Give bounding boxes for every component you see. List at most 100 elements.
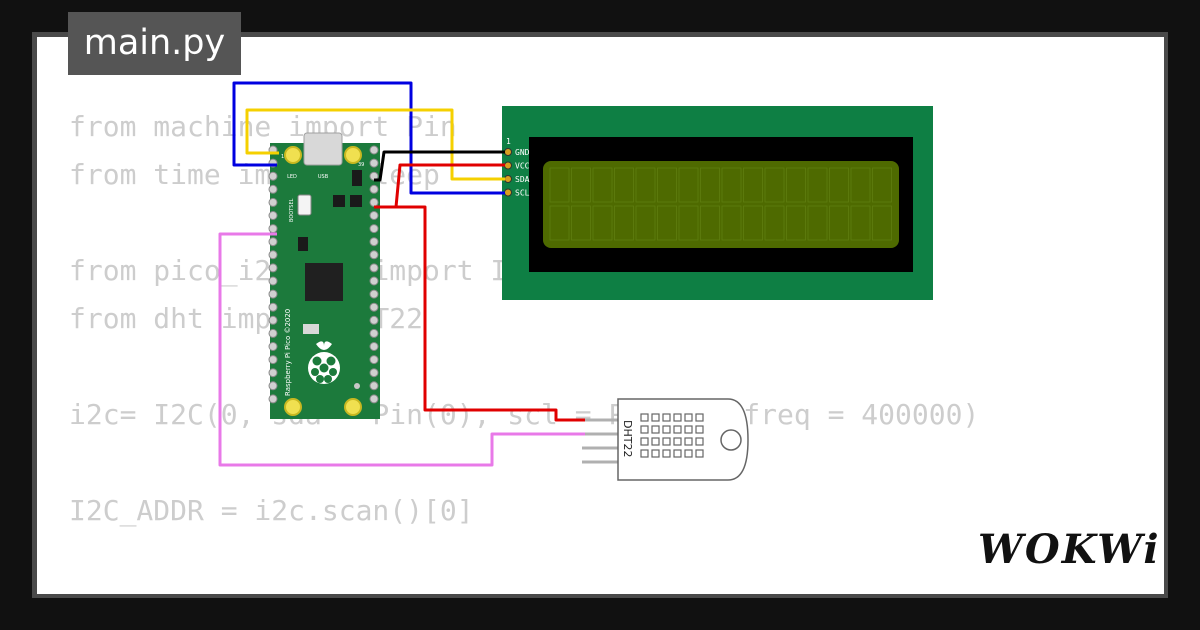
bootsel-button[interactable] xyxy=(297,194,312,216)
dht-vent xyxy=(640,437,649,446)
dht-vent xyxy=(640,413,649,422)
lcd-char-cell xyxy=(592,205,613,241)
lcd-char-cell xyxy=(764,167,785,203)
pico-component xyxy=(298,237,308,251)
lcd-pin-number: 1 xyxy=(506,137,511,146)
dht-vent xyxy=(662,449,671,458)
dht-vent xyxy=(695,425,704,434)
pico-pin xyxy=(369,224,379,234)
lcd-char-cell xyxy=(657,167,677,203)
pico-pin xyxy=(369,184,379,194)
pico-component xyxy=(350,195,362,207)
lcd-char-cell xyxy=(786,167,806,203)
dht-vent xyxy=(640,425,649,434)
pico-pin xyxy=(268,211,278,220)
dht-vent xyxy=(640,449,649,458)
bootsel-label: BOOTSEL xyxy=(289,198,295,222)
led-label: LED xyxy=(287,174,297,180)
pico-pin xyxy=(369,211,379,220)
dht-vent xyxy=(662,425,671,434)
mount-hole-tr xyxy=(344,146,362,164)
pico-pin xyxy=(268,263,278,273)
pico-pin xyxy=(268,328,278,338)
lcd-pin-sda xyxy=(504,175,512,183)
pico-component xyxy=(303,324,319,334)
pico-pin xyxy=(268,224,278,234)
dht-vent-grid xyxy=(640,413,704,458)
pico-pin xyxy=(268,315,278,325)
wire-sda[interactable] xyxy=(245,108,505,181)
raspberry-logo xyxy=(308,341,340,384)
pico-pin xyxy=(369,276,379,286)
pico-pin xyxy=(268,237,278,247)
file-tab-main-py[interactable]: main.py xyxy=(68,12,241,75)
pico-component xyxy=(352,170,362,186)
pico-pin xyxy=(268,184,278,194)
pico-pin xyxy=(369,315,379,325)
lcd-pin-label: GND xyxy=(515,148,530,157)
dht-vent xyxy=(695,413,704,422)
dht-vent xyxy=(673,449,682,458)
wokwi-logo: WOKWi xyxy=(978,526,1161,573)
lcd-char-cell xyxy=(678,167,699,203)
pico-pin xyxy=(369,237,379,247)
wire-dht-data[interactable] xyxy=(218,232,585,467)
pico-pin xyxy=(369,368,379,378)
wire-scl[interactable] xyxy=(232,81,505,195)
lcd-pin-label: SCL xyxy=(515,189,530,198)
pico-pin xyxy=(268,276,278,286)
lcd-char-cell xyxy=(571,167,591,203)
pico-pin xyxy=(369,342,379,351)
dht-vent xyxy=(684,413,693,422)
dht-vent xyxy=(684,437,693,446)
pico-pin xyxy=(369,355,379,365)
pico-pin xyxy=(369,381,379,391)
pico-pin xyxy=(268,368,278,378)
lcd-char-cell xyxy=(786,205,806,241)
wire-gnd[interactable] xyxy=(374,150,505,182)
dht-vent xyxy=(695,449,704,458)
dht-vent xyxy=(684,449,693,458)
dht22-sensor[interactable]: DHT22 xyxy=(582,398,749,481)
rp2040-chip xyxy=(305,263,343,301)
lcd-char-cell xyxy=(549,167,570,203)
pico-pin xyxy=(369,145,379,155)
lcd-pin-scl xyxy=(504,188,512,197)
wire-vcc-dht[interactable] xyxy=(374,205,585,422)
dht-vent xyxy=(662,437,671,446)
lcd-char-cell xyxy=(721,167,742,203)
pico-component xyxy=(333,195,345,207)
lcd-pin-label: VCC xyxy=(515,162,530,171)
pico-pin xyxy=(268,289,278,299)
file-tab-label: main.py xyxy=(83,23,226,63)
lcd-char-cell xyxy=(807,205,828,241)
dht-vent xyxy=(695,437,704,446)
dht-vent xyxy=(651,425,660,434)
dht-mount-hole xyxy=(720,429,742,451)
pico-pin xyxy=(369,328,379,338)
lcd-char-cell xyxy=(614,167,634,203)
pico-pin xyxy=(369,197,379,207)
lcd-char-cell xyxy=(549,205,570,241)
lcd-char-cell xyxy=(743,167,763,203)
lcd-char-cell xyxy=(872,167,892,203)
pico-silkscreen: Raspberry Pi Pico ©2020 xyxy=(284,309,292,396)
wire-vcc-lcd[interactable] xyxy=(374,163,505,209)
pico-pin xyxy=(268,394,278,404)
raspberry-pi-pico[interactable]: LED USB 1 39 BOOTSEL Raspberry Pi Pico ©… xyxy=(268,132,380,419)
pico-pin xyxy=(268,250,278,260)
lcd-char-cell xyxy=(635,167,656,203)
lcd-char-cell xyxy=(807,167,828,203)
dht-vent xyxy=(684,425,693,434)
dht-vent xyxy=(651,413,660,422)
lcd-char-cell xyxy=(657,205,677,241)
lcd-char-cell xyxy=(592,167,613,203)
lcd-char-cell xyxy=(743,205,763,241)
dht-vent xyxy=(651,449,660,458)
dht-vent xyxy=(673,413,682,422)
wires xyxy=(218,81,585,467)
